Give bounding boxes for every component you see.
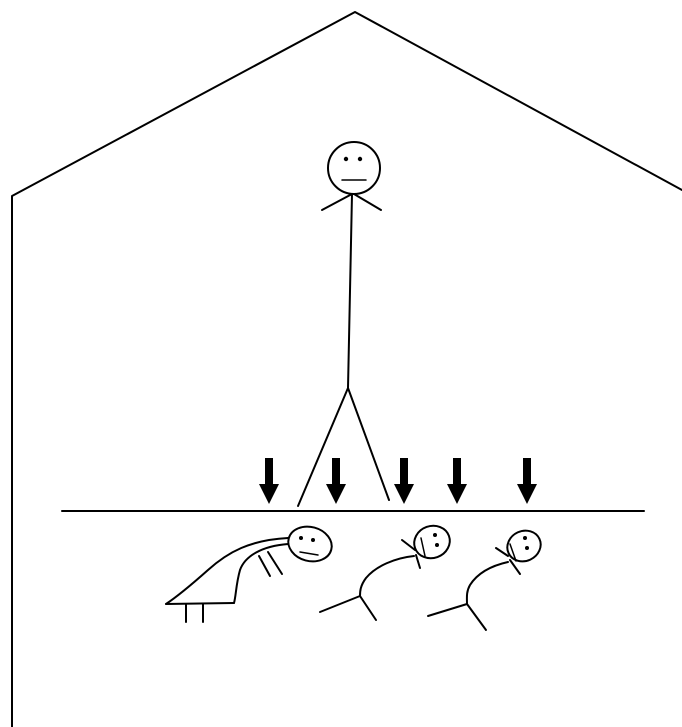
down-arrow-icon (394, 458, 414, 504)
down-arrow-icon (326, 458, 346, 504)
down-arrow-icon (517, 458, 537, 504)
standing-figure-body (348, 194, 352, 388)
standing-figure-eye-right (358, 157, 362, 161)
standing-figure-arm-left (322, 194, 352, 210)
crouching-figure-left (166, 522, 336, 622)
standing-figure (298, 142, 389, 506)
standing-figure-head (328, 142, 380, 194)
house-outline (12, 12, 682, 727)
down-arrow-icon (259, 458, 279, 504)
standing-figure-leg-right (348, 388, 389, 500)
standing-figure-eye-left (344, 157, 348, 161)
standing-figure-arm-right (354, 194, 381, 210)
crouching-figure-middle (320, 521, 454, 620)
crouching-figure-right (428, 525, 546, 630)
down-arrow-icon (447, 458, 467, 504)
